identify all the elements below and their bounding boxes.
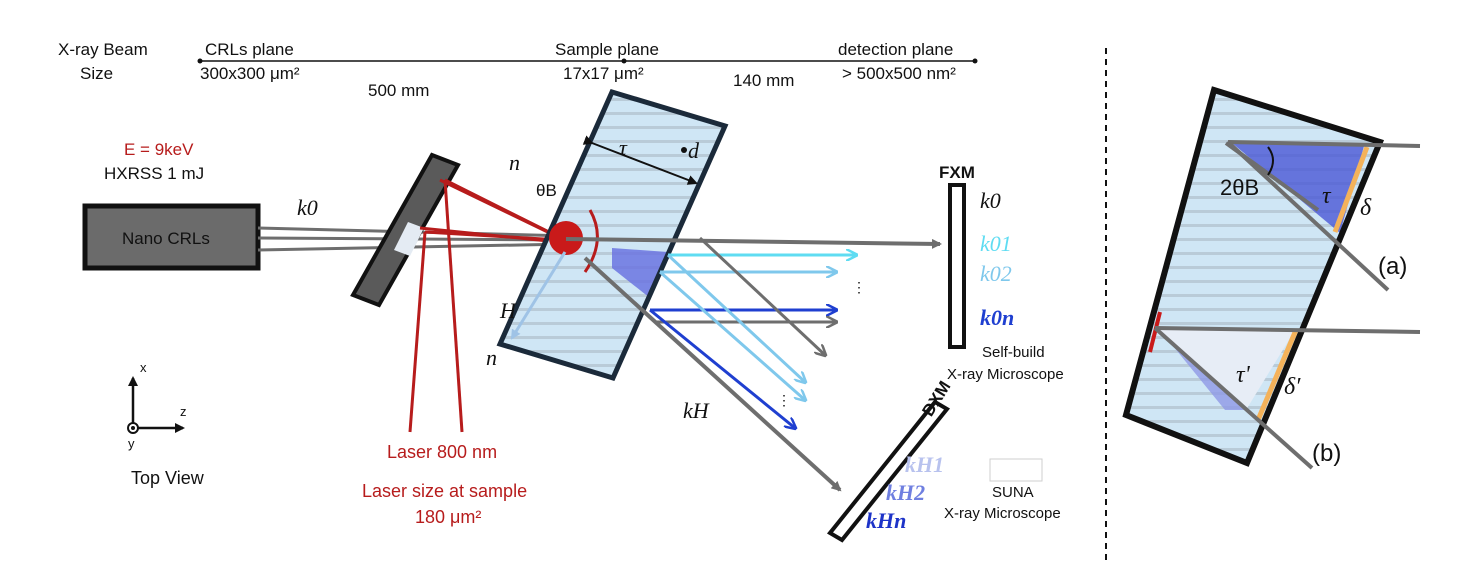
dxm-caption-2: X-ray Microscope [944, 505, 1061, 522]
beam-size-label-2: Size [80, 64, 113, 83]
dxm-label: DXM [918, 378, 954, 420]
fxm-k01: k01 [980, 231, 1012, 256]
h-vector [510, 251, 567, 340]
interaction-spot [549, 221, 583, 255]
dxm-kh2: kH2 [886, 480, 925, 505]
mode-label: HXRSS 1 mJ [104, 164, 204, 183]
two-theta-arc [1267, 146, 1274, 176]
axis-y-label: y [128, 436, 135, 451]
nano-crls-box [82, 203, 261, 271]
fxm-k0n: k0n [980, 305, 1014, 330]
h-label: H [499, 298, 517, 323]
laser-size-label: Laser size at sample [362, 481, 527, 501]
d-marker [681, 147, 687, 153]
k0-source: k0 [297, 195, 318, 220]
beam-size-label: X-ray Beam [58, 40, 148, 59]
inset-tau-prime: τ' [1236, 362, 1251, 388]
axis-z-label: z [180, 404, 187, 419]
dxm-detector [826, 399, 951, 543]
top-view-label: Top View [131, 468, 205, 488]
transmitted-beam [565, 237, 942, 249]
distance-140: 140 mm [733, 71, 794, 90]
sample-plane-label: Sample plane [555, 40, 659, 59]
inset-delta-prime: δ′ [1284, 374, 1301, 400]
fxm-k02: k02 [980, 261, 1012, 286]
theta-b-label: θB [536, 181, 557, 200]
laser-mirror [350, 152, 461, 308]
laser-wavelength: Laser 800 nm [387, 442, 497, 462]
axis-x-label: x [140, 360, 147, 375]
source: E = 9keV HXRSS 1 mJ Nano CRLs k0 [82, 140, 318, 271]
delta-prime-edge [1255, 329, 1299, 421]
crls-size: 300x300 μm² [200, 64, 300, 83]
n-bottom-label: n [486, 345, 497, 370]
crls-plane-label: CRLs plane [205, 40, 294, 59]
tau-label: τ [619, 135, 628, 160]
inset-tau: τ [1322, 183, 1332, 209]
fxm-k0: k0 [980, 188, 1001, 213]
inset-delta: δ [1360, 195, 1372, 221]
n-top-label: n [509, 150, 520, 175]
axes-indicator: x z y Top View [127, 360, 205, 488]
energy-label: E = 9keV [124, 140, 194, 159]
fxm-caption-2: X-ray Microscope [947, 366, 1064, 383]
label-a: (a) [1378, 253, 1407, 280]
inset-red-marker [1148, 311, 1162, 353]
suna-logo-box [989, 458, 1043, 482]
distance-500: 500 mm [368, 81, 429, 100]
d-label: d [688, 138, 700, 163]
tau-arrow [582, 135, 698, 185]
fxm-caption-1: Self-build [982, 344, 1045, 361]
dxm-kh1: kH1 [905, 452, 944, 477]
inset-crystal [1122, 86, 1385, 467]
dxm-ellipsis: ⋮ [777, 392, 791, 408]
diffracted-beam [583, 256, 842, 492]
detection-size: > 500x500 nm² [842, 64, 956, 83]
forward-beams [649, 236, 856, 428]
label-b: (b) [1312, 440, 1341, 467]
sample-size: 17x17 μm² [563, 64, 644, 83]
fxm-detector [948, 183, 966, 349]
fxm-label: FXM [939, 163, 975, 182]
nano-crls-label: Nano CRLs [122, 229, 210, 248]
inset-rays [1153, 140, 1421, 470]
laser-beams [408, 178, 561, 433]
two-theta-label: 2θB [1220, 175, 1259, 200]
laser-size-value: 180 μm² [415, 507, 481, 527]
fxm-ellipsis: ⋮ [852, 279, 866, 295]
dxm-khn: kHn [866, 508, 906, 533]
scale-bar: X-ray Beam Size CRLs plane 300x300 μm² S… [58, 40, 978, 100]
delta-edge [1332, 146, 1370, 233]
dxm-caption-1: SUNA [992, 484, 1034, 501]
kh-label: kH [683, 398, 710, 423]
detection-plane-label: detection plane [838, 40, 953, 59]
